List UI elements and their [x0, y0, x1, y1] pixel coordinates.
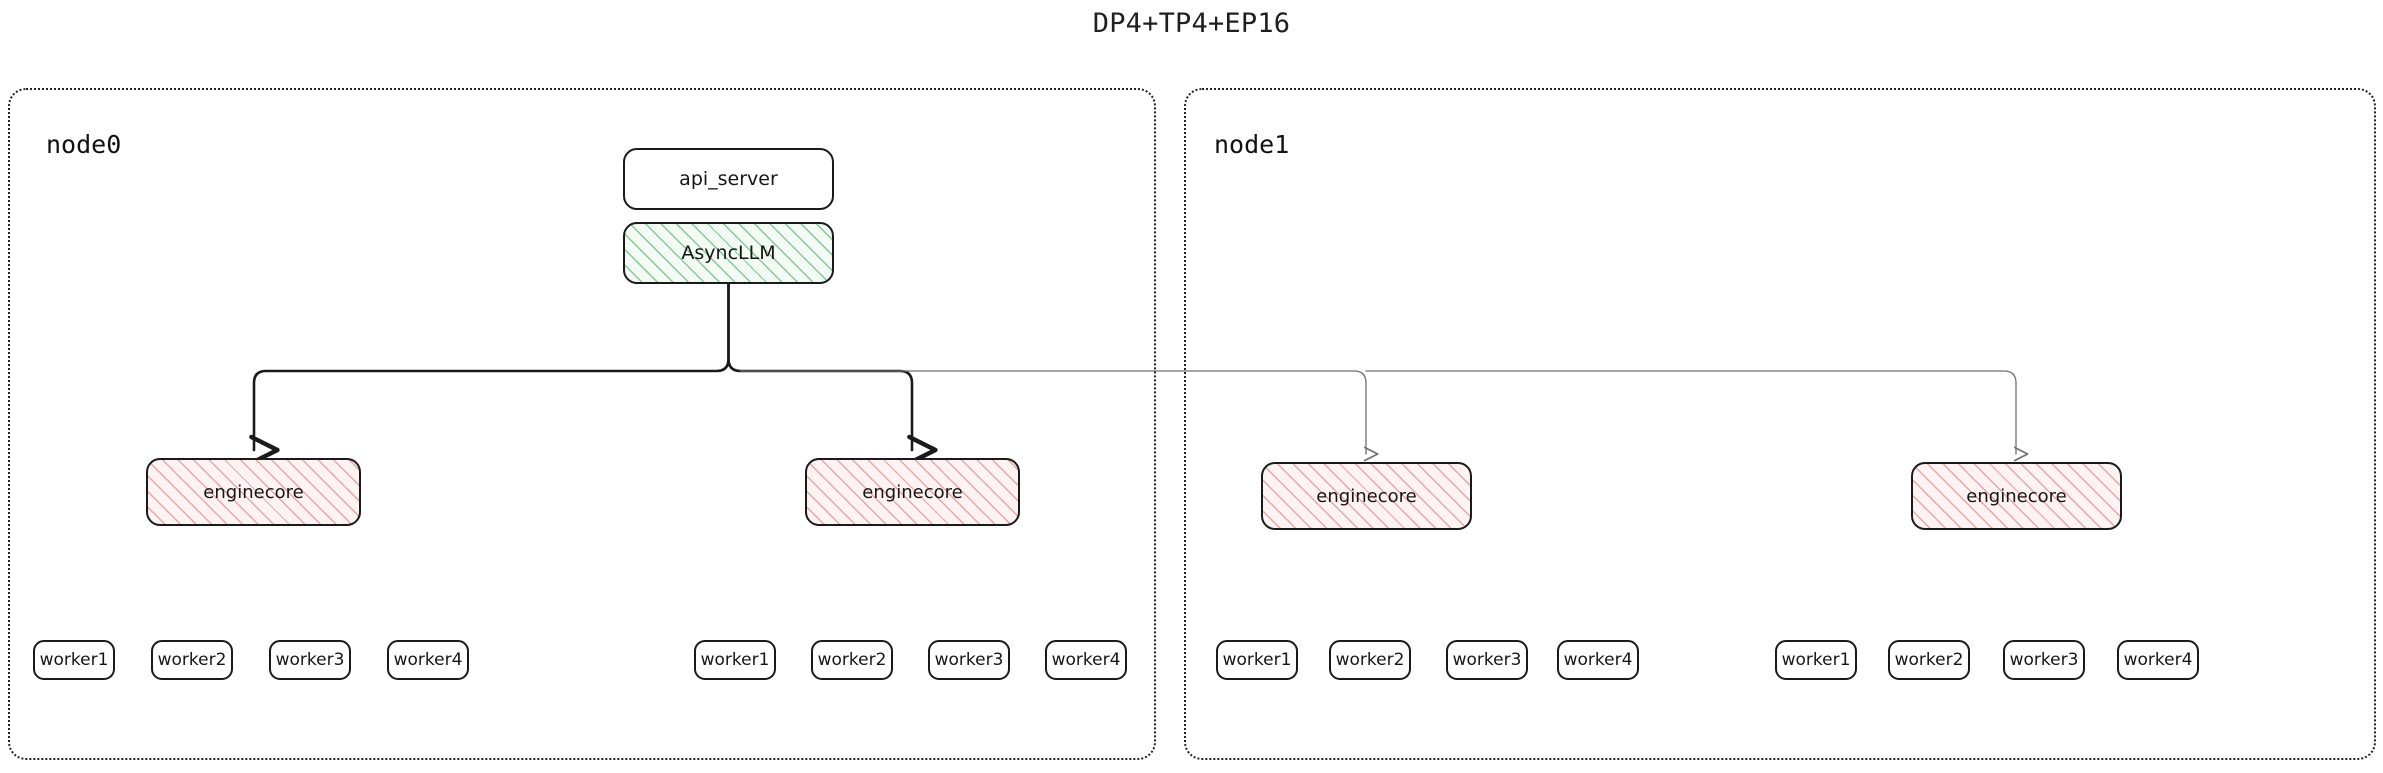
worker-box[interactable]: worker2: [1888, 640, 1970, 680]
worker-label: worker4: [393, 650, 463, 670]
box-enginecore-n0-0[interactable]: enginecore: [146, 458, 361, 526]
box-label: enginecore: [1316, 485, 1417, 507]
worker-box[interactable]: worker1: [1775, 640, 1857, 680]
box-enginecore-n1-0[interactable]: enginecore: [1261, 462, 1472, 530]
worker-label: worker1: [39, 650, 109, 670]
worker-label: worker2: [1335, 650, 1405, 670]
box-label: enginecore: [1966, 485, 2067, 507]
worker-box[interactable]: worker2: [1329, 640, 1411, 680]
worker-box[interactable]: worker4: [1557, 640, 1639, 680]
worker-box[interactable]: worker1: [1216, 640, 1298, 680]
box-enginecore-n1-1[interactable]: enginecore: [1911, 462, 2122, 530]
worker-label: worker4: [1051, 650, 1121, 670]
box-label: enginecore: [862, 481, 963, 503]
worker-label: worker4: [2123, 650, 2193, 670]
worker-box[interactable]: worker4: [1045, 640, 1127, 680]
worker-label: worker1: [1781, 650, 1851, 670]
box-api-server[interactable]: api_server: [623, 148, 834, 210]
worker-label: worker2: [1894, 650, 1964, 670]
worker-label: worker2: [817, 650, 887, 670]
box-label: AsyncLLM: [681, 242, 776, 264]
box-label: enginecore: [203, 481, 304, 503]
worker-label: worker3: [2009, 650, 2079, 670]
box-enginecore-n0-1[interactable]: enginecore: [805, 458, 1020, 526]
worker-box[interactable]: worker1: [33, 640, 115, 680]
worker-box[interactable]: worker4: [2117, 640, 2199, 680]
worker-label: worker3: [934, 650, 1004, 670]
worker-box[interactable]: worker3: [1446, 640, 1528, 680]
worker-box[interactable]: worker3: [2003, 640, 2085, 680]
worker-box[interactable]: worker2: [811, 640, 893, 680]
worker-label: worker4: [1563, 650, 1633, 670]
page-title: DP4+TP4+EP16: [1092, 8, 1291, 39]
worker-label: worker1: [1222, 650, 1292, 670]
worker-box[interactable]: worker3: [928, 640, 1010, 680]
worker-label: worker3: [1452, 650, 1522, 670]
worker-label: worker1: [700, 650, 770, 670]
worker-box[interactable]: worker3: [269, 640, 351, 680]
worker-label: worker2: [157, 650, 227, 670]
worker-box[interactable]: worker1: [694, 640, 776, 680]
node-label-node1: node1: [1214, 130, 1290, 159]
worker-box[interactable]: worker4: [387, 640, 469, 680]
node-label-node0: node0: [46, 130, 122, 159]
box-async-llm[interactable]: AsyncLLM: [623, 222, 834, 284]
worker-box[interactable]: worker2: [151, 640, 233, 680]
worker-label: worker3: [275, 650, 345, 670]
box-label: api_server: [679, 168, 778, 190]
